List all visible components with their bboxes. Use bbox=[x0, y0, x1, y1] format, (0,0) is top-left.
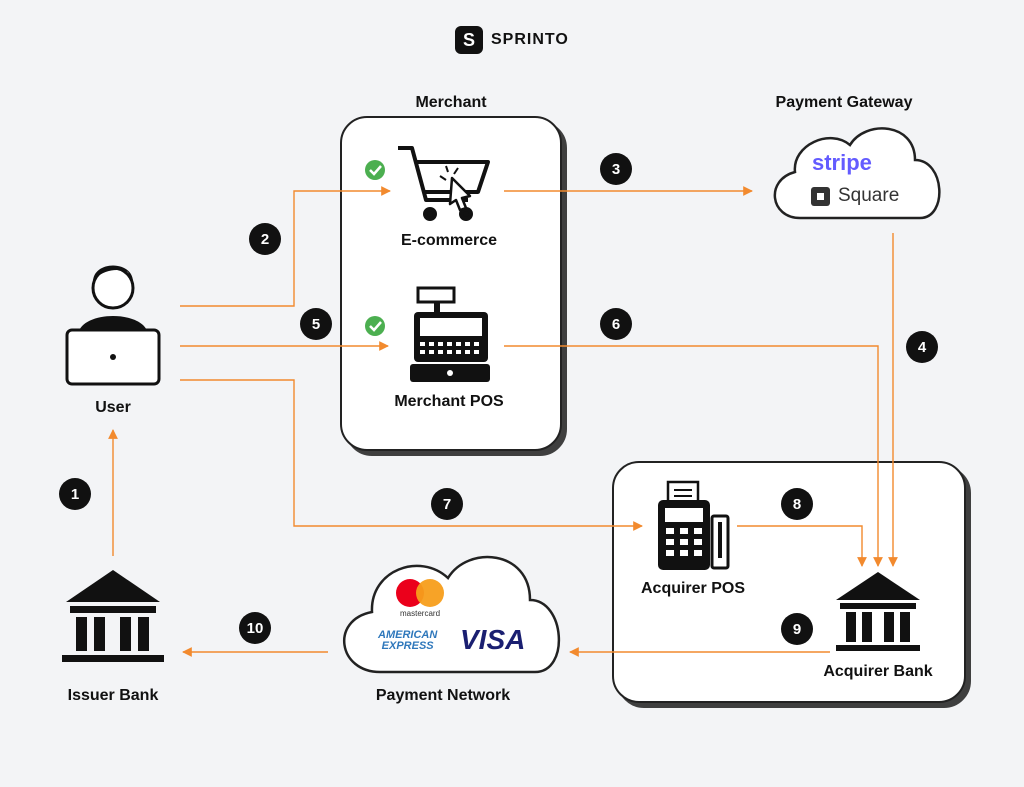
card-terminal-icon bbox=[658, 480, 730, 570]
step-badge-1: 1 bbox=[59, 478, 91, 510]
step-badge-6: 6 bbox=[600, 308, 632, 340]
amex-line-2: EXPRESS bbox=[381, 640, 434, 652]
amex-logo: AMERICAN EXPRESS bbox=[378, 630, 437, 652]
network-cloud bbox=[343, 555, 560, 674]
acquirer-pos-label: Acquirer POS bbox=[640, 580, 746, 597]
mastercard-icon bbox=[396, 579, 424, 607]
merchant-pos-label: Merchant POS bbox=[394, 393, 504, 410]
bank-icon bbox=[62, 570, 164, 662]
step-badge-3: 3 bbox=[600, 153, 632, 185]
step-badge-7: 7 bbox=[431, 488, 463, 520]
square-icon bbox=[811, 187, 830, 206]
cash-register-icon bbox=[410, 286, 490, 382]
mastercard-logo-text: mastercard bbox=[400, 609, 441, 618]
issuer-bank-label: Issuer Bank bbox=[67, 687, 159, 704]
user-label: User bbox=[95, 399, 131, 416]
check-icon bbox=[365, 316, 385, 336]
mastercard-icon bbox=[416, 579, 444, 607]
arrow-step-8 bbox=[737, 525, 867, 567]
sprinto-logo-text: SPRINTO bbox=[491, 31, 569, 48]
shopping-cart-icon bbox=[398, 146, 490, 221]
stripe-logo: stripe bbox=[812, 150, 872, 175]
step-badge-2: 2 bbox=[249, 223, 281, 255]
acquirer-bank-label: Acquirer Bank bbox=[823, 663, 933, 680]
amex-line-1: AMERICAN bbox=[378, 629, 438, 641]
step-badge-9: 9 bbox=[781, 613, 813, 645]
gateway-group-label: Payment Gateway bbox=[775, 94, 913, 111]
step-badge-10: 10 bbox=[239, 612, 271, 644]
ecommerce-label: E-commerce bbox=[400, 232, 498, 249]
arrow-step-6 bbox=[504, 345, 883, 567]
merchant-box bbox=[340, 116, 562, 451]
visa-logo: VISA bbox=[460, 624, 526, 655]
merchant-group-label: Merchant bbox=[415, 94, 487, 111]
flow-arrows bbox=[108, 186, 898, 657]
check-icon bbox=[365, 160, 385, 180]
step-badge-4: 4 bbox=[906, 331, 938, 363]
step-badge-5: 5 bbox=[300, 308, 332, 340]
square-logo-text: Square bbox=[838, 185, 900, 206]
step-badge-8: 8 bbox=[781, 488, 813, 520]
payment-network-label: Payment Network bbox=[375, 687, 511, 704]
arrow-step-7 bbox=[180, 379, 643, 531]
sprinto-logo: S SPRINTO bbox=[455, 26, 569, 54]
sprinto-logo-mark: S bbox=[455, 26, 483, 54]
bank-icon bbox=[836, 572, 920, 651]
arrow-step-2 bbox=[180, 186, 391, 307]
user-laptop-icon bbox=[65, 265, 161, 386]
